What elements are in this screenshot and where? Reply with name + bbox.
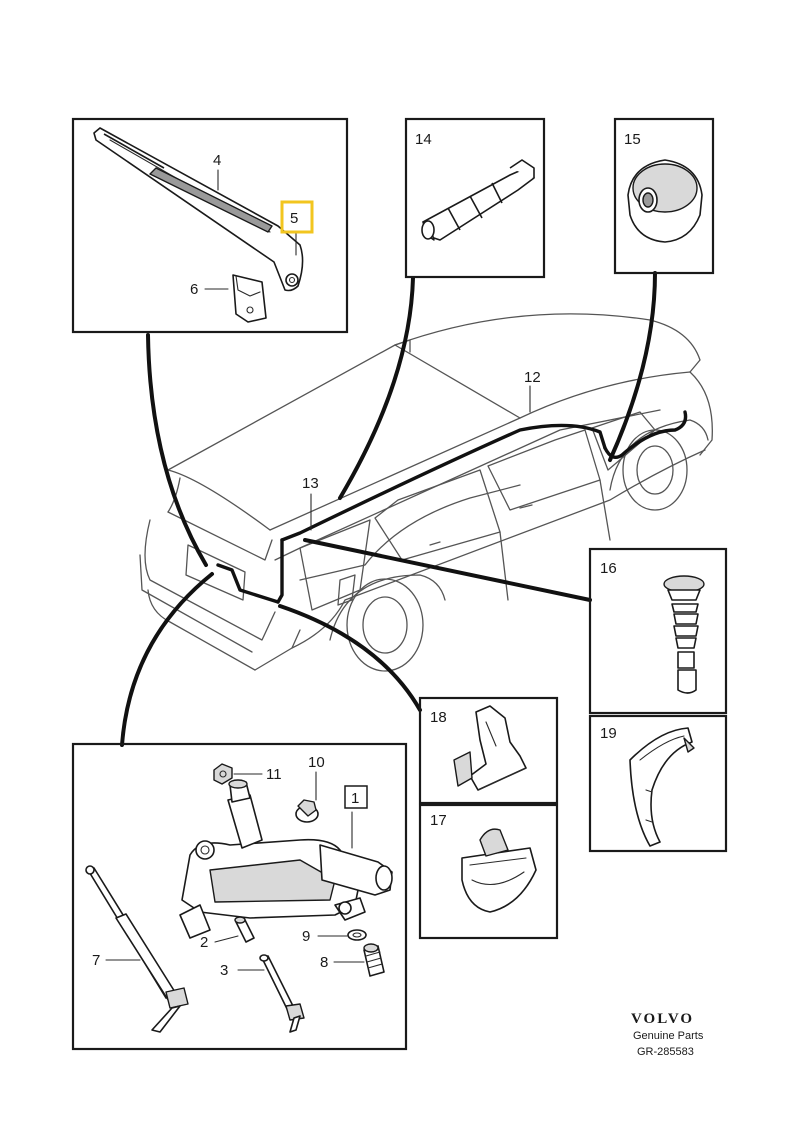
wiper-arm-part — [93, 127, 304, 292]
box-wiper-arm — [71, 117, 349, 334]
callout-4: 4 — [213, 152, 221, 169]
wiper-cap-part — [232, 274, 267, 323]
callout-19: 19 — [600, 725, 617, 742]
box-clip-17 — [418, 803, 559, 940]
connector-part — [421, 159, 535, 241]
bolt-8-part — [363, 943, 385, 977]
callout-13: 13 — [302, 475, 319, 492]
box-connector — [404, 117, 546, 279]
callout-3: 3 — [220, 962, 228, 979]
callout-6: 6 — [190, 281, 198, 298]
nut-11-part — [213, 763, 233, 785]
car-illustration — [139, 313, 713, 672]
callout-2: 2 — [200, 934, 208, 951]
callout-16: 16 — [600, 560, 617, 577]
clip-18-part — [453, 705, 527, 791]
cover-part — [629, 727, 695, 847]
grommet-part — [627, 159, 703, 243]
volvo-logo: VOLVO — [631, 1011, 694, 1027]
box-grommet — [613, 117, 715, 275]
callout-5: 5 — [290, 210, 298, 227]
callout-8: 8 — [320, 954, 328, 971]
callout-7: 7 — [92, 952, 100, 969]
screw-2-part — [234, 916, 255, 943]
callout-15: 15 — [624, 131, 641, 148]
callout-14: 14 — [415, 131, 432, 148]
callout-18: 18 — [430, 709, 447, 726]
strut-7-part — [85, 865, 189, 1033]
callout-1: 1 — [351, 790, 359, 807]
callout-12: 12 — [524, 369, 541, 386]
nut-10-part — [295, 799, 319, 823]
genuine-parts-label: Genuine Parts — [633, 1030, 704, 1042]
reference-number: GR-285583 — [637, 1046, 694, 1058]
rod-3-part — [259, 954, 305, 1033]
washer-9-part — [347, 929, 367, 941]
callout-10: 10 — [308, 754, 325, 771]
box-wiper-motor — [71, 742, 408, 1051]
box-clip-18 — [418, 696, 559, 805]
plug-part — [663, 575, 705, 694]
callout-5-highlight — [280, 200, 314, 234]
box-cover — [588, 714, 728, 853]
clip-17-part — [461, 828, 537, 913]
callout-9: 9 — [302, 928, 310, 945]
box-plug — [588, 547, 728, 715]
callout-17: 17 — [430, 812, 447, 829]
callout-11: 11 — [266, 766, 282, 783]
wiper-motor-part — [179, 779, 393, 939]
